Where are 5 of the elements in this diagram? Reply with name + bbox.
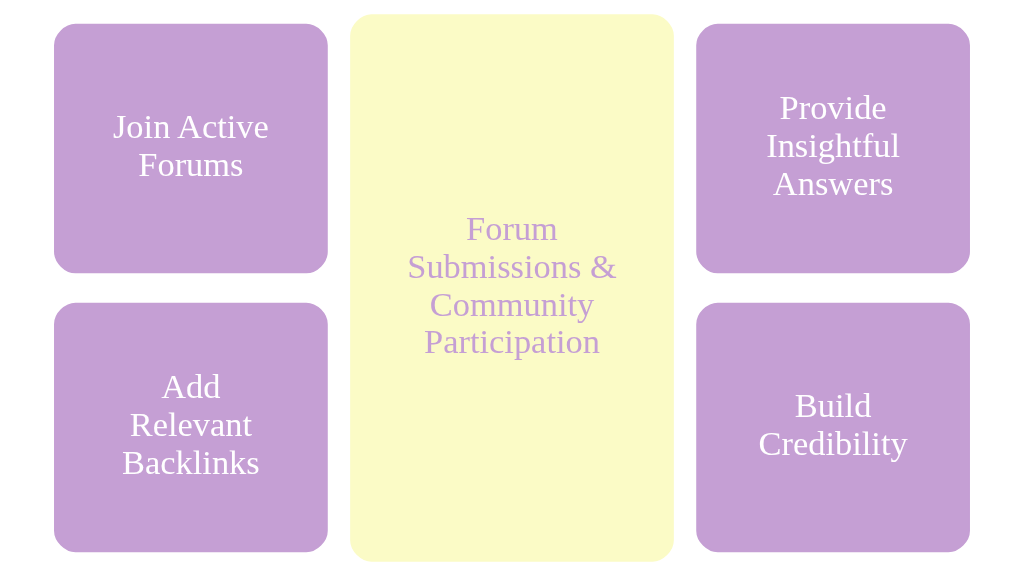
- node-box: Add Relevant Backlinks: [54, 302, 328, 553]
- node-box: Provide Insightful Answers: [696, 23, 970, 274]
- node-box: Join Active Forums: [54, 23, 328, 274]
- node-box: Forum Submissions & Community Participation: [350, 14, 674, 562]
- node-box: Build Credibility: [696, 302, 970, 553]
